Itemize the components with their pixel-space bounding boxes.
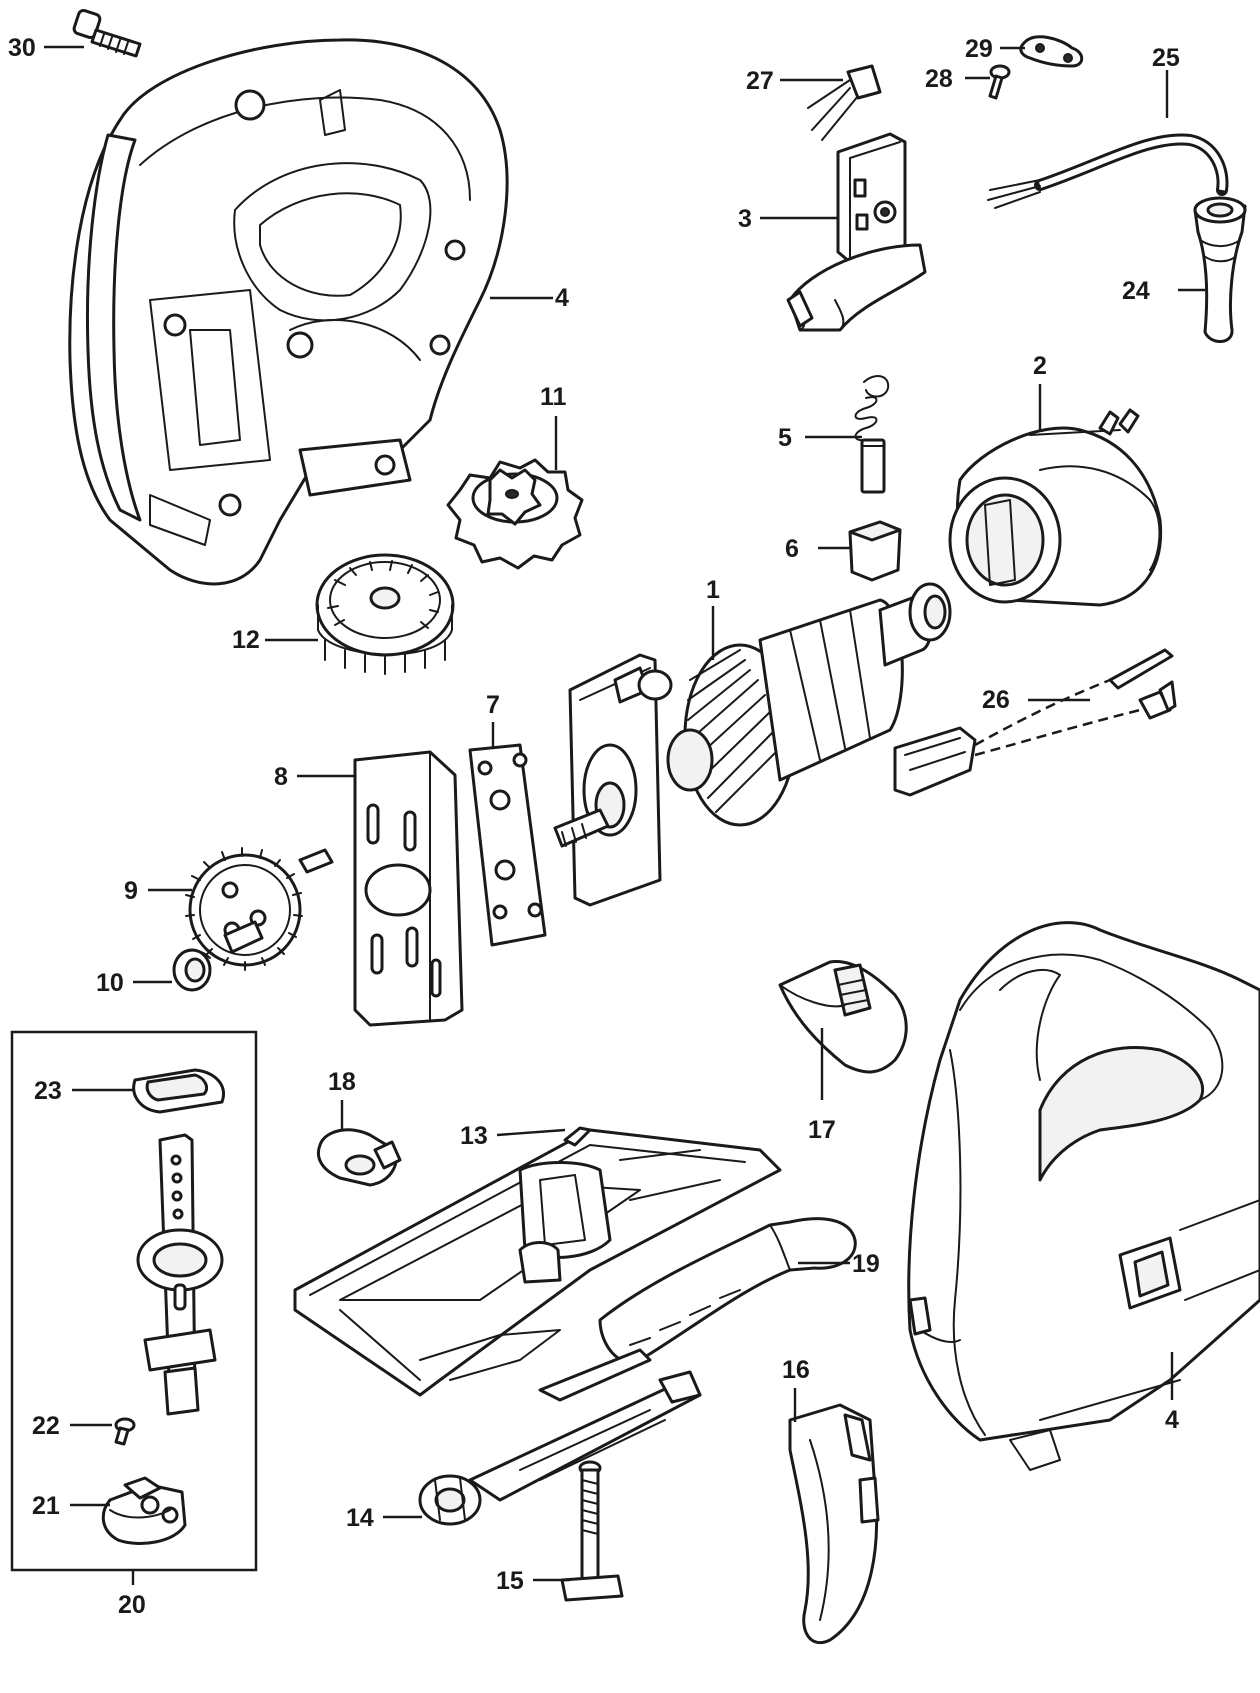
part-3-switch	[786, 132, 927, 332]
part-19-dust-adapter	[538, 1217, 857, 1402]
part-21-blade-clamp	[101, 1476, 187, 1545]
part-24-cord-protector	[1193, 196, 1247, 343]
part-4-housing-right	[907, 921, 1260, 1471]
callout-29: 29	[965, 35, 993, 63]
callout-12: 12	[232, 626, 260, 654]
callout-18: 18	[328, 1068, 356, 1096]
part-11-drive-gear	[446, 458, 584, 570]
callout-4-top: 4	[555, 284, 569, 312]
callout-15: 15	[496, 1567, 524, 1595]
part-5-carbon-brush	[854, 375, 890, 494]
part-18-knob	[316, 1128, 402, 1187]
part-20-plunger-rod	[136, 1133, 224, 1416]
callout-2: 2	[1033, 352, 1047, 380]
callout-30: 30	[8, 34, 36, 62]
part-30-screw	[72, 8, 142, 58]
callout-8: 8	[274, 763, 288, 791]
callout-14: 14	[346, 1504, 374, 1532]
callout-22: 22	[32, 1412, 60, 1440]
part-6-brush-holder	[848, 520, 902, 582]
callout-26: 26	[982, 686, 1010, 714]
part-9-gear-shaft	[185, 847, 334, 971]
callout-16: 16	[782, 1356, 810, 1384]
callout-21: 21	[32, 1492, 60, 1520]
part-16-handle-cover	[788, 1403, 880, 1645]
callout-4-bottom: 4	[1165, 1406, 1179, 1434]
leader-lines	[44, 45, 1205, 1585]
callout-19: 19	[852, 1250, 880, 1278]
part-17-lock-button	[778, 960, 908, 1074]
part-14-guide-lever	[418, 1370, 702, 1526]
part-7-gasket-plate	[468, 743, 547, 947]
part-10-bushing	[172, 948, 212, 992]
part-27-switch-lever	[807, 64, 882, 141]
callout-7: 7	[486, 691, 500, 719]
callout-11: 11	[540, 383, 567, 411]
part-12-gear-wheel	[315, 553, 455, 675]
callout-27: 27	[746, 67, 774, 95]
callout-20: 20	[118, 1591, 146, 1619]
callout-17: 17	[808, 1116, 836, 1144]
part-8-mounting-plate	[353, 750, 464, 1027]
callout-3: 3	[738, 205, 752, 233]
part-26-wire-harness	[893, 648, 1177, 797]
part-22-screw	[114, 1417, 136, 1446]
callout-6: 6	[785, 535, 799, 563]
part-28-screw	[988, 64, 1011, 100]
part-29-cord-clamp	[1019, 35, 1084, 68]
callout-24: 24	[1122, 277, 1150, 305]
callout-13: 13	[460, 1122, 488, 1150]
callout-5: 5	[778, 424, 792, 452]
callout-labels: 30 4 11 12 27 29 28 25 3 24 5 2 6 1 26 7…	[8, 34, 1180, 1619]
callout-1: 1	[706, 576, 720, 604]
callout-9: 9	[124, 877, 138, 905]
callout-23: 23	[34, 1077, 62, 1105]
part-2-stator	[948, 408, 1163, 607]
part-23-pad	[132, 1068, 225, 1114]
part-4-housing-left	[68, 38, 509, 586]
part-13-shoe-plate	[293, 1126, 782, 1397]
callout-10: 10	[96, 969, 124, 997]
callout-28: 28	[925, 65, 953, 93]
part-15-bolt	[560, 1460, 624, 1602]
part-1-armature	[553, 582, 952, 907]
callout-25: 25	[1152, 44, 1180, 72]
part-25-power-cord	[987, 133, 1229, 209]
